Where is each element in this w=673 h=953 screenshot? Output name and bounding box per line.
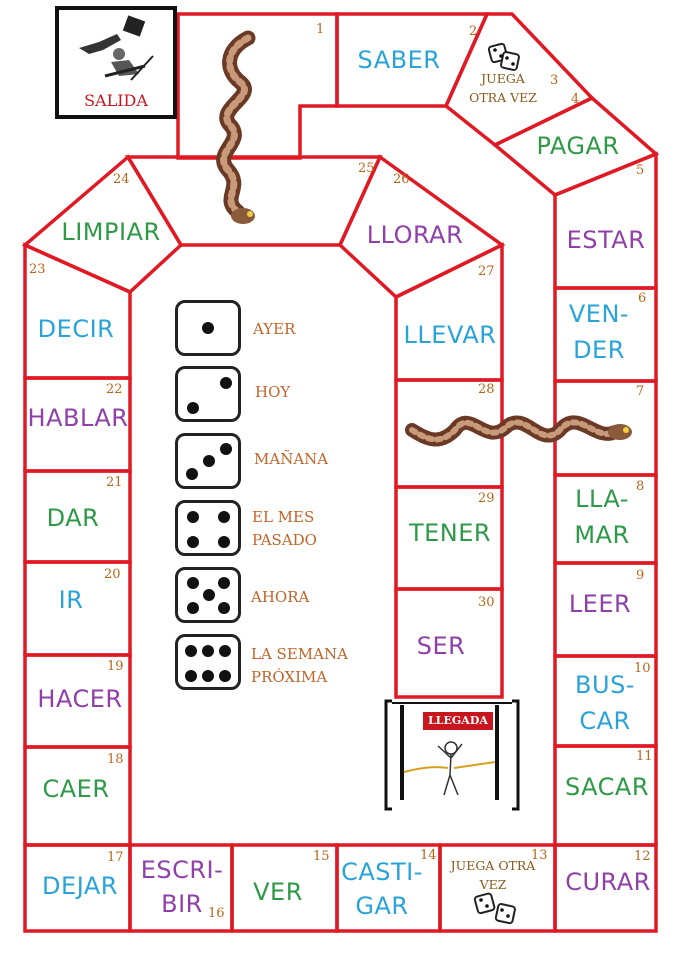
square-label-estar: ESTAR bbox=[566, 226, 646, 254]
square-1-outline bbox=[176, 12, 339, 160]
square-number: 29 bbox=[478, 491, 495, 506]
square-label-ver: VER bbox=[253, 878, 303, 906]
square-label-tener: TENER bbox=[408, 519, 492, 547]
square-number: 23 bbox=[29, 262, 46, 277]
square-number: 27 bbox=[478, 264, 495, 279]
die-three bbox=[175, 433, 241, 489]
legend-text-manana: MAÑANA bbox=[254, 450, 329, 468]
square-number: 21 bbox=[106, 475, 123, 490]
square-number: 28 bbox=[478, 382, 495, 397]
die-five bbox=[175, 567, 241, 623]
die-one bbox=[175, 300, 241, 356]
square-number: 7 bbox=[636, 384, 645, 399]
square-number: 1 bbox=[316, 22, 325, 37]
finish-label: LLEGADA bbox=[423, 712, 493, 730]
legend-text-el-mes-pasado: EL MES PASADO bbox=[252, 508, 317, 549]
square-number: 4 bbox=[571, 92, 580, 107]
start-label: SALIDA bbox=[84, 91, 148, 110]
die-two bbox=[175, 366, 241, 422]
square-number: 15 bbox=[313, 849, 330, 864]
square-label-caer: CAER bbox=[42, 775, 110, 803]
square-label-llevar: LLEVAR bbox=[403, 321, 497, 349]
square-number: 6 bbox=[638, 291, 647, 306]
square-label-vender: VEN- DER bbox=[568, 300, 630, 364]
square-label-curar: CURAR bbox=[565, 868, 651, 896]
square-label-limpiar: LIMPIAR bbox=[61, 218, 161, 246]
square-label-llamar: LLA- MAR bbox=[574, 485, 630, 549]
square-label-llorar: LLORAR bbox=[366, 221, 464, 249]
square-number: 2 bbox=[469, 24, 478, 39]
square-label-saber: SABER bbox=[357, 46, 441, 74]
square-number: 11 bbox=[636, 749, 653, 764]
square-number: 26 bbox=[393, 172, 410, 187]
square-label-sacar: SACAR bbox=[564, 773, 650, 801]
square-number: 12 bbox=[634, 849, 651, 864]
square-label-castigar: CASTI- GAR bbox=[341, 858, 423, 920]
square-label-juega-otra-vez: JUEGA OTRA VEZ bbox=[450, 858, 536, 892]
dice-icon-square-13 bbox=[473, 892, 516, 925]
square-label-escribir: ESCRI- BIR bbox=[140, 856, 224, 918]
runner-figure bbox=[403, 741, 496, 796]
square-number: 20 bbox=[104, 567, 121, 582]
start-box: SALIDA bbox=[55, 6, 177, 119]
square-number: 14 bbox=[420, 848, 437, 863]
square-label-hacer: HACER bbox=[37, 685, 123, 713]
square-label-juega-otra-vez: JUEGA OTRA VEZ bbox=[469, 71, 537, 105]
legend-text-hoy: HOY bbox=[255, 383, 291, 401]
square-number: 30 bbox=[478, 595, 495, 610]
square-number: 25 bbox=[358, 161, 375, 176]
square-number: 13 bbox=[531, 848, 548, 863]
square-number: 19 bbox=[107, 659, 124, 674]
legend-text-ahora: AHORA bbox=[251, 588, 310, 606]
square-label-buscar: BUS- CAR bbox=[575, 671, 635, 735]
square-30-outline bbox=[394, 587, 504, 699]
square-label-dejar: DEJAR bbox=[42, 872, 118, 900]
square-number: 8 bbox=[636, 479, 645, 494]
square-label-ir: IR bbox=[58, 586, 84, 614]
square-number: 17 bbox=[107, 850, 124, 865]
legend-text-la-semana-proxima: LA SEMANA PRÓXIMA bbox=[251, 645, 348, 686]
finish-gate bbox=[384, 699, 520, 811]
start-pictogram bbox=[79, 15, 154, 81]
square-number: 9 bbox=[636, 568, 645, 583]
die-six bbox=[175, 634, 241, 690]
die-four bbox=[175, 500, 241, 556]
square-number: 22 bbox=[106, 382, 123, 397]
snake-vertical bbox=[216, 30, 256, 224]
square-number: 16 bbox=[208, 906, 225, 921]
legend-text-ayer: AYER bbox=[253, 320, 296, 338]
square-number: 5 bbox=[636, 163, 645, 178]
square-number: 24 bbox=[113, 172, 130, 187]
square-number: 10 bbox=[634, 661, 651, 676]
square-number: 18 bbox=[107, 752, 124, 767]
square-label-decir: DECIR bbox=[37, 315, 115, 343]
square-label-hablar: HABLAR bbox=[27, 404, 129, 432]
square-number: 3 bbox=[550, 73, 559, 88]
square-label-dar: DAR bbox=[46, 504, 100, 532]
square-label-pagar: PAGAR bbox=[536, 132, 620, 160]
square-label-ser: SER bbox=[416, 632, 466, 660]
square-label-leer: LEER bbox=[568, 590, 632, 618]
dice-icon-square-3 bbox=[487, 42, 520, 71]
snake-horizontal bbox=[405, 415, 632, 447]
